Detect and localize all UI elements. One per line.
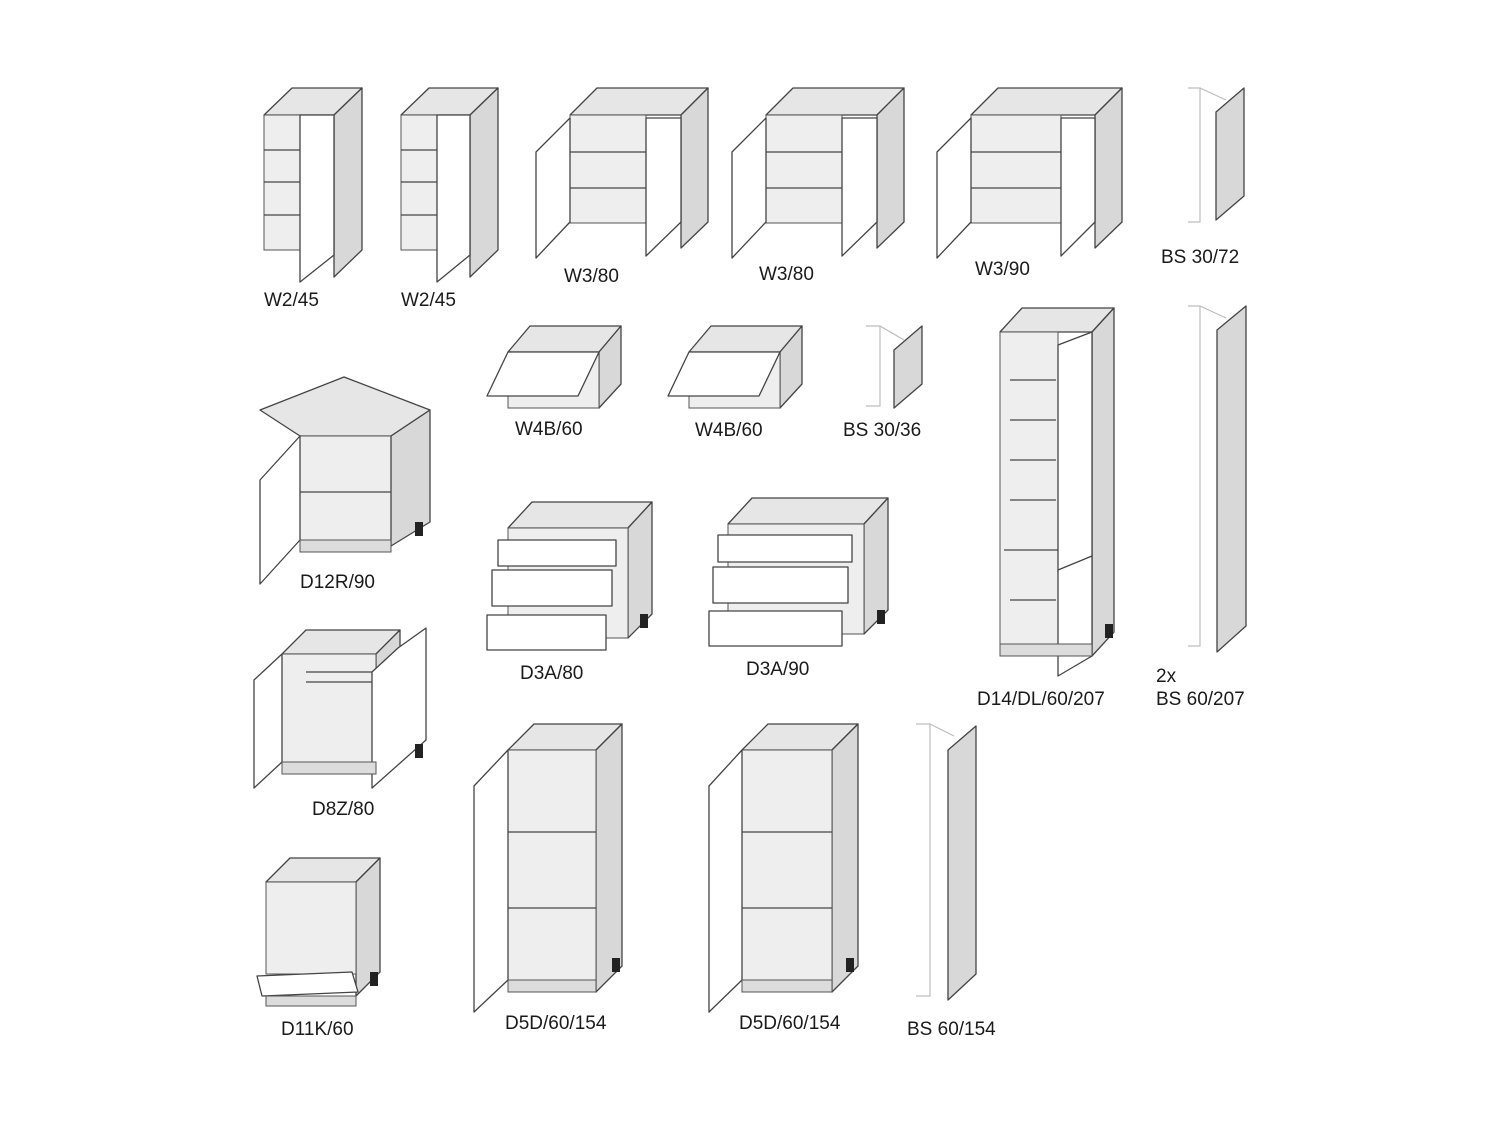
- label-d14: D14/DL/60/207: [977, 689, 1105, 710]
- cabinet-w4b-60-a: [486, 325, 622, 409]
- label-w4b-60-a: W4B/60: [515, 419, 583, 440]
- cabinet-w4b-60-b: [667, 325, 803, 409]
- label-d12r-90: D12R/90: [300, 572, 375, 593]
- label-bs-60-154: BS 60/154: [907, 1019, 996, 1040]
- label-bs-30-72: BS 30/72: [1161, 247, 1240, 268]
- cabinet-w2-45-b: [400, 87, 499, 283]
- panel-bs-30-72: [1188, 87, 1245, 223]
- label-w3-80-b: W3/80: [759, 264, 814, 285]
- label-w3-80-a: W3/80: [564, 266, 619, 287]
- label-bs-30-36: BS 30/36: [843, 420, 922, 441]
- cabinet-d8z-80: [253, 627, 427, 789]
- label-w4b-60-b: W4B/60: [695, 420, 763, 441]
- cabinet-d3a-80: [486, 501, 653, 651]
- cabinet-d11k-60: [256, 857, 381, 1007]
- cabinet-d3a-90: [708, 497, 889, 647]
- cabinet-d5d-60-154-b: [708, 723, 859, 1013]
- panel-bs-60-154: [916, 723, 977, 1001]
- cabinet-w3-80-b: [731, 87, 905, 259]
- panel-bs-30-36: [866, 325, 923, 409]
- label-bs-60-207-qty: 2x: [1156, 666, 1177, 687]
- label-d5d-b: D5D/60/154: [739, 1013, 841, 1034]
- label-w3-90: W3/90: [975, 259, 1030, 280]
- cabinet-w2-45-a: [263, 87, 363, 283]
- label-w2-45-b: W2/45: [401, 290, 456, 311]
- cabinet-w3-80-a: [535, 87, 709, 259]
- label-d11k-60: D11K/60: [281, 1019, 354, 1040]
- label-bs-60-207: BS 60/207: [1156, 689, 1245, 710]
- label-w2-45-a: W2/45: [264, 290, 319, 311]
- cabinet-d12r-90: [259, 376, 431, 585]
- cabinet-d5d-60-154-a: [473, 723, 623, 1013]
- label-d5d-a: D5D/60/154: [505, 1013, 607, 1034]
- cabinet-d14-dl-60-207: [999, 307, 1115, 677]
- cabinet-w3-90: [936, 87, 1123, 259]
- label-d3a-80: D3A/80: [520, 663, 584, 684]
- panel-bs-60-207: [1188, 305, 1247, 653]
- label-d8z-80: D8Z/80: [312, 799, 375, 820]
- label-d3a-90: D3A/90: [746, 659, 810, 680]
